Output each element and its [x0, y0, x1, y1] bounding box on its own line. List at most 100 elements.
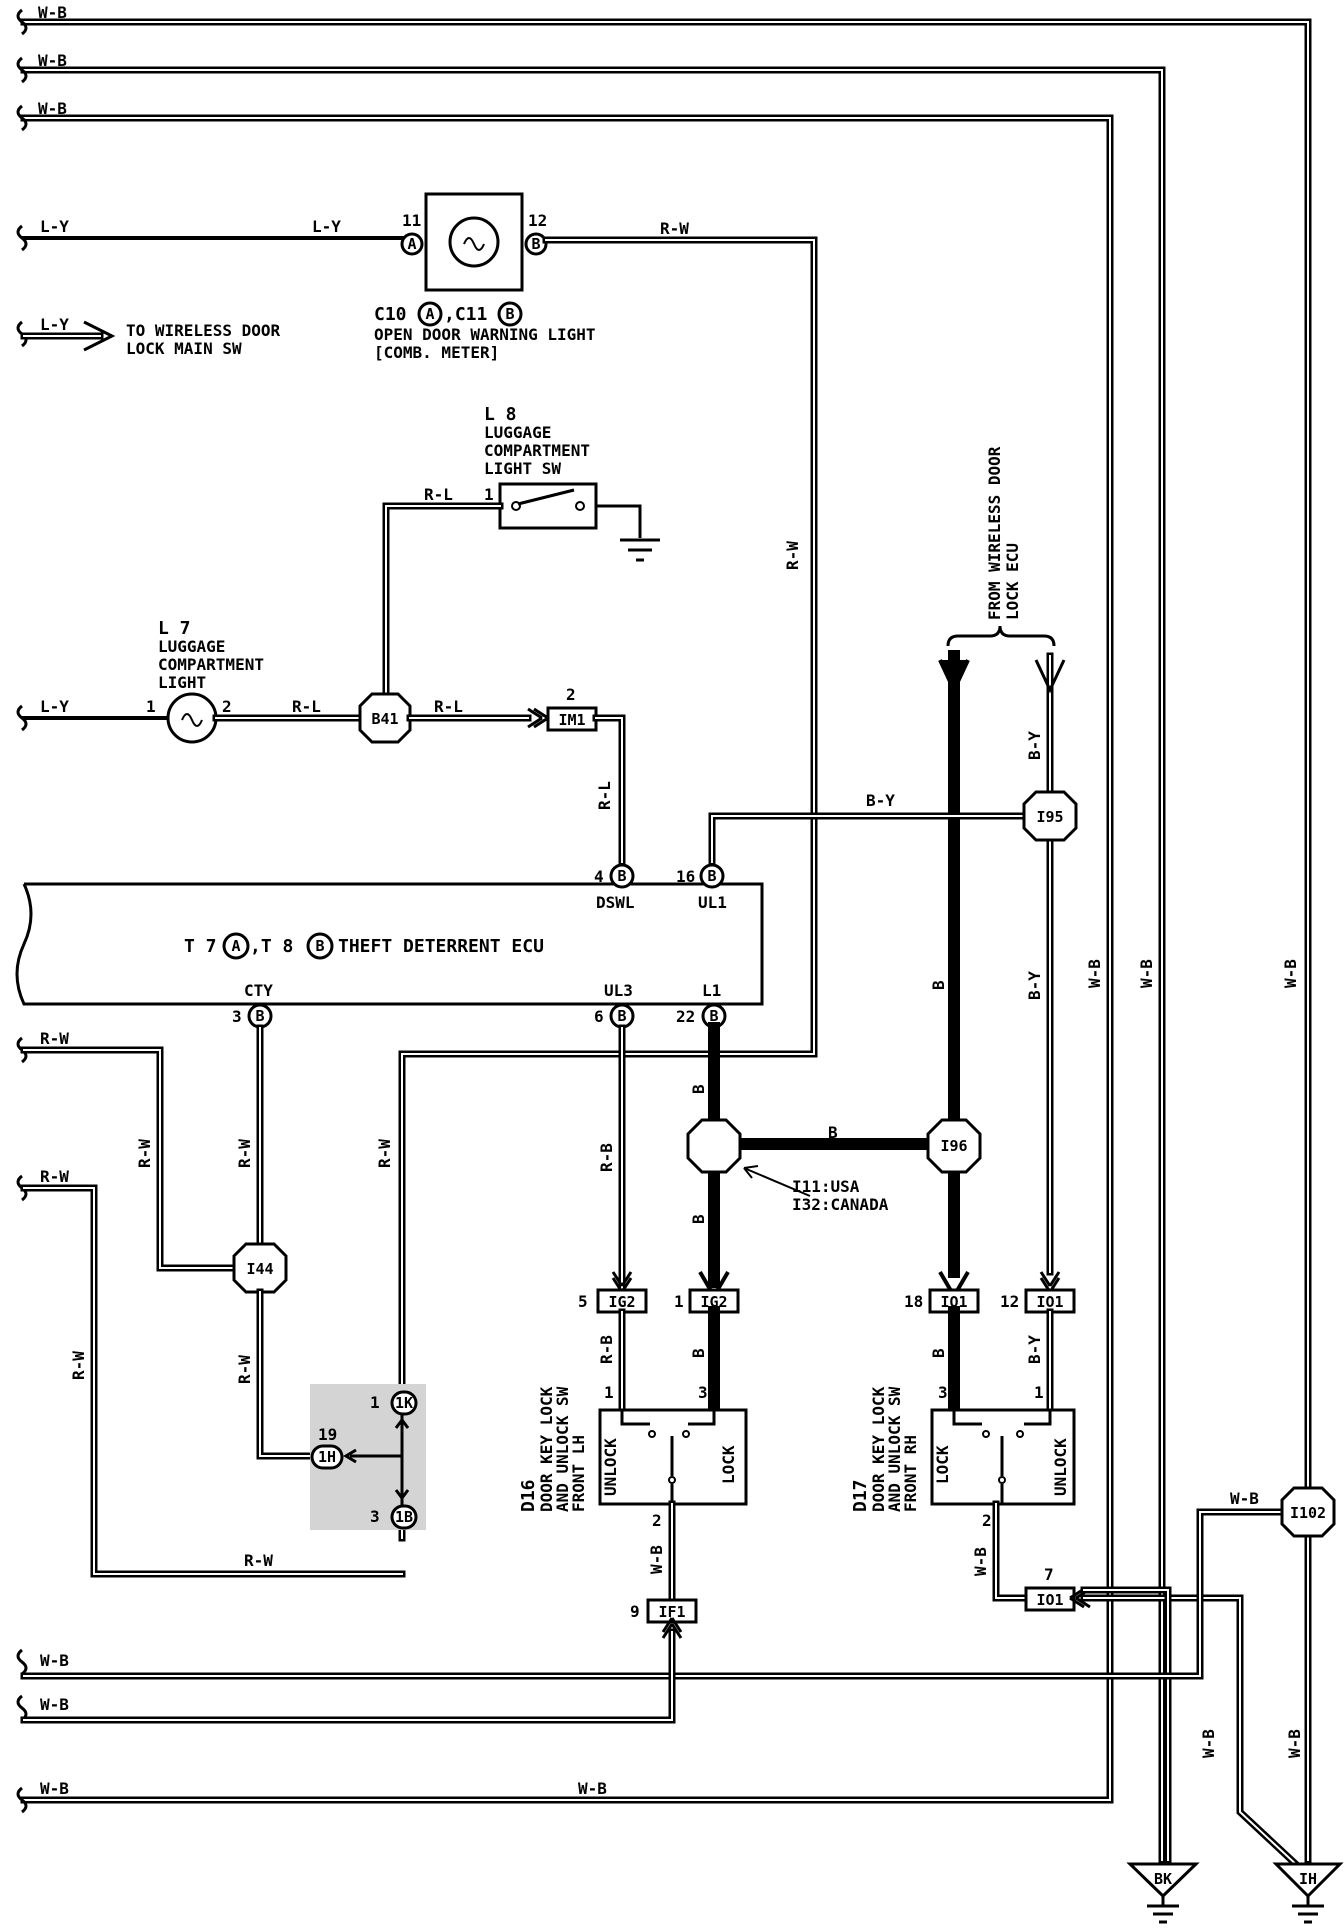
- wb-bus-lines: [20, 18, 1312, 1864]
- d17-id: D17: [850, 1479, 871, 1512]
- svg-text:IM1: IM1: [558, 711, 585, 729]
- svg-text:5: 5: [578, 1292, 588, 1311]
- ecu-label-cty: CTY: [244, 981, 273, 1000]
- svg-text:B: B: [617, 867, 626, 885]
- svg-text:IO1: IO1: [1036, 1293, 1063, 1311]
- l7-name-line2: COMPARTMENT: [158, 655, 264, 674]
- wire-label-wb-d17: W-B: [971, 1547, 990, 1576]
- wire-label-ly-2: L-Y: [312, 217, 341, 236]
- svg-text:3: 3: [370, 1507, 380, 1526]
- svg-text:3: 3: [698, 1383, 708, 1402]
- wire-label-wb-right1: W-B: [1199, 1729, 1218, 1758]
- wire-label-rw-top: R-W: [660, 219, 689, 238]
- ground-ih-icon: [1272, 1862, 1344, 1899]
- ecu-label-ul1: UL1: [698, 893, 727, 912]
- splice-note-line2: I32:CANADA: [792, 1195, 889, 1214]
- svg-text:1: 1: [1034, 1383, 1044, 1402]
- wire-label-ly-1: L-Y: [40, 217, 69, 236]
- wire-label-wb-1: W-B: [38, 3, 67, 22]
- svg-text:6: 6: [594, 1007, 604, 1026]
- ecu-name: THEFT DETERRENT ECU: [338, 936, 544, 957]
- svg-text:A: A: [425, 305, 434, 323]
- c10-id: C10: [374, 304, 407, 325]
- wire-label-wb-v2: W-B: [1137, 959, 1156, 988]
- j1b-junction: [390, 1504, 418, 1530]
- wire-label-wb-i102: W-B: [1230, 1489, 1259, 1508]
- svg-text:19: 19: [318, 1425, 337, 1444]
- i102-junction: [1280, 1486, 1336, 1538]
- wire-label-rw-v5: R-W: [375, 1139, 394, 1168]
- c10-pin-a: [400, 232, 424, 256]
- l8-pin: 1: [484, 485, 494, 504]
- d17-name-line2: AND UNLOCK SW: [885, 1386, 904, 1512]
- wire-label-rl-l7: R-L: [292, 697, 321, 716]
- svg-text:B: B: [255, 1007, 264, 1025]
- l8-id: L 8: [484, 404, 517, 425]
- svg-text:3: 3: [938, 1383, 948, 1402]
- wire-label-wb-b3: W-B: [40, 1779, 69, 1798]
- ecu-id-t7: T 7: [184, 936, 217, 957]
- ecu-pin-ul1: [699, 863, 725, 889]
- l7-pin1: 1: [146, 697, 156, 716]
- wire-label-wb-3: W-B: [38, 99, 67, 118]
- j1k-junction: [390, 1390, 418, 1416]
- l7-pin2: 2: [222, 697, 232, 716]
- svg-text:1H: 1H: [318, 1448, 336, 1466]
- svg-text:1: 1: [604, 1383, 614, 1402]
- ecu-label-dswl: DSWL: [596, 893, 635, 912]
- c10-pin-b: [524, 232, 548, 256]
- l7-name-line3: LIGHT: [158, 673, 206, 692]
- ground-bk-icon: [1126, 1862, 1200, 1899]
- svg-text:7: 7: [1044, 1565, 1054, 1584]
- svg-text:I44: I44: [246, 1260, 273, 1278]
- splice-note-line1: I11:USA: [792, 1177, 860, 1196]
- wire-label-rb-lower: R-B: [597, 1335, 616, 1364]
- l8-name-line1: LUGGAGE: [484, 423, 551, 442]
- svg-text:I102: I102: [1290, 1504, 1326, 1522]
- i95-junction: [1022, 790, 1078, 842]
- svg-text:A: A: [231, 937, 240, 955]
- d16-name-line1: DOOR KEY LOCK: [537, 1386, 556, 1512]
- i96-junction: [926, 1118, 982, 1174]
- c10-name-line2: [COMB. METER]: [374, 343, 499, 362]
- legend-line1: TO WIRELESS DOOR: [126, 321, 280, 340]
- wire-label-rw-v3: R-W: [235, 1355, 254, 1384]
- d16-name-line2: AND UNLOCK SW: [553, 1386, 572, 1512]
- svg-text:IG2: IG2: [608, 1293, 635, 1311]
- wire-label-rw-left1: R-W: [40, 1029, 69, 1048]
- svg-text:IF1: IF1: [658, 1603, 685, 1621]
- ground-icon: [620, 538, 660, 562]
- legend-wire-label: L-Y: [40, 315, 69, 334]
- ecu-id-t8: ,T 8: [250, 936, 293, 957]
- svg-text:B41: B41: [371, 710, 398, 728]
- svg-text:18: 18: [904, 1292, 923, 1311]
- svg-text:1: 1: [370, 1393, 380, 1412]
- wire-label-wb-v3: W-B: [1281, 959, 1300, 988]
- d17-label-unlock: UNLOCK: [1051, 1438, 1070, 1496]
- svg-text:1K: 1K: [395, 1394, 413, 1412]
- l7-name-line1: LUGGAGE: [158, 637, 225, 656]
- l8-switch-contact-icon: [517, 488, 575, 506]
- from-ecu-line1: FROM WIRELESS DOOR: [985, 446, 1004, 620]
- d17-label-lock: LOCK: [933, 1445, 952, 1484]
- svg-text:22: 22: [676, 1007, 695, 1026]
- wire-label-b-lower-r: B: [929, 1348, 948, 1358]
- wire-label-rw-v1: R-W: [135, 1139, 154, 1168]
- wire-label-rl-b41: R-L: [434, 697, 463, 716]
- wire-label-wb-b4: W-B: [578, 1779, 607, 1798]
- left-edge-breaks: [16, 8, 28, 1814]
- wire-label-by-top: B-Y: [1025, 731, 1044, 760]
- l7-id: L 7: [158, 618, 191, 639]
- svg-text:16: 16: [676, 867, 695, 886]
- legend-arrow-icon: [20, 320, 116, 352]
- wire-label-wb-2: W-B: [38, 51, 67, 70]
- wire-label-b-h: B: [828, 1123, 838, 1142]
- svg-text:IO1: IO1: [940, 1293, 967, 1311]
- d16-label-unlock: UNLOCK: [601, 1438, 620, 1496]
- svg-text:B: B: [505, 305, 514, 323]
- wire-label-by-mid: B-Y: [1025, 971, 1044, 1000]
- from-ecu-line2: LOCK ECU: [1003, 543, 1022, 620]
- wire-label-rw-left2: R-W: [40, 1167, 69, 1186]
- d16-name-line3: FRONT LH: [569, 1435, 588, 1512]
